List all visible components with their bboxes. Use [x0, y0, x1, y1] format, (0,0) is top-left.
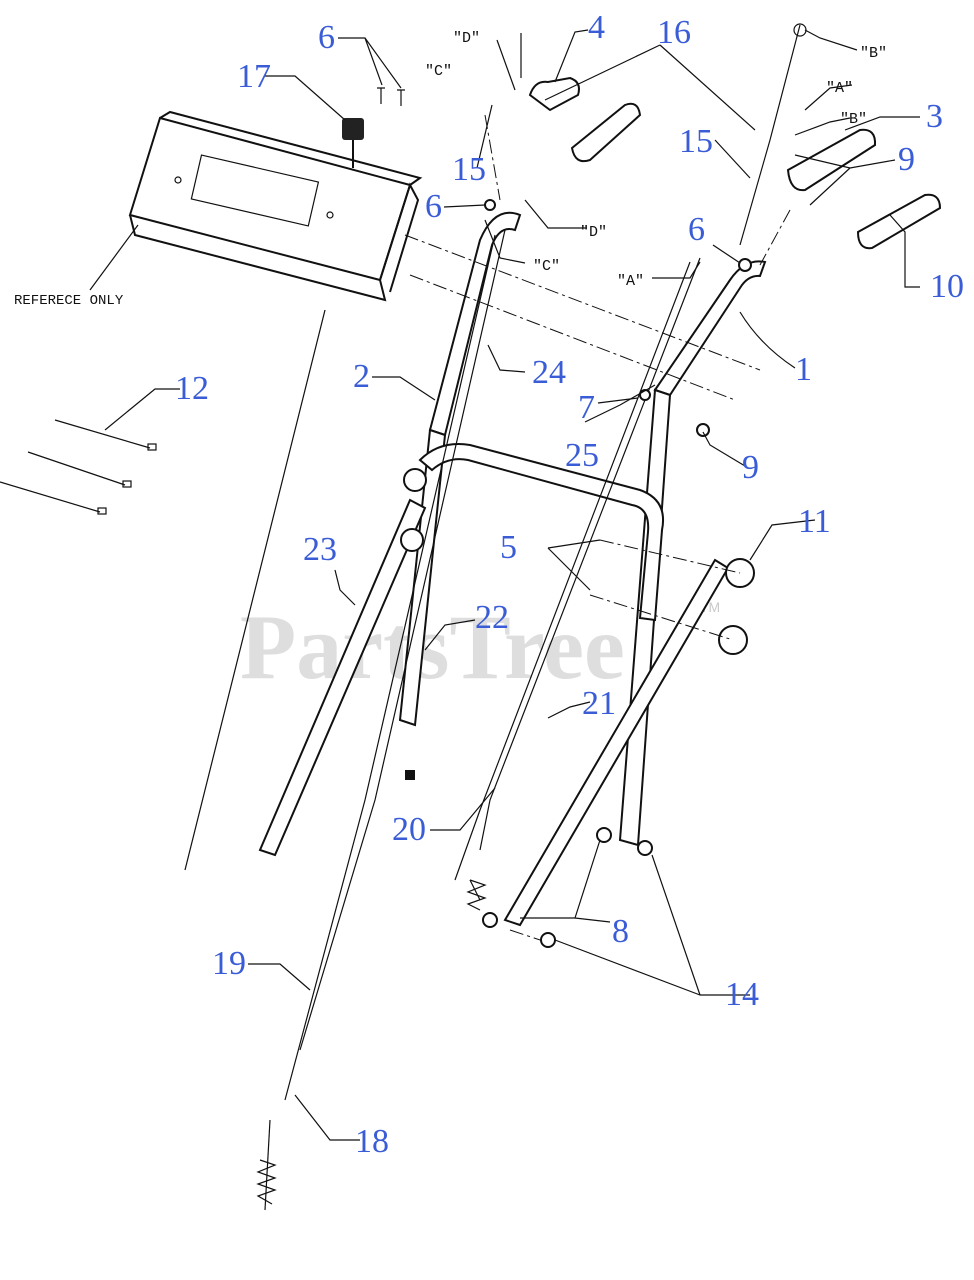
- callout-24: 24: [532, 354, 566, 391]
- switch-knob: [342, 118, 364, 168]
- callout-20: 20: [392, 811, 426, 848]
- callout-19: 19: [212, 945, 246, 982]
- callout-15b: 15: [679, 123, 713, 160]
- handle-grips: [528, 76, 942, 250]
- callout-23: 23: [303, 531, 337, 568]
- callout-4: 4: [588, 9, 605, 46]
- watermark: PartsTree: [240, 596, 625, 698]
- annotation-c-mid: "C": [533, 258, 560, 275]
- control-cables: [264, 24, 801, 1211]
- callout-1: 1: [795, 351, 812, 388]
- left-lower-handle: [258, 498, 427, 857]
- callout-5: 5: [500, 529, 517, 566]
- callout-9b: 9: [742, 449, 759, 486]
- hardware: [482, 23, 807, 948]
- callout-16: 16: [657, 14, 691, 51]
- callout-14: 14: [725, 976, 759, 1013]
- callout-6a: 6: [318, 19, 335, 56]
- callout-22: 22: [475, 599, 509, 636]
- annotation-b-top: "B": [860, 45, 887, 62]
- springs: [256, 879, 487, 1205]
- callout-17: 17: [237, 58, 271, 95]
- callout-3: 3: [926, 98, 943, 135]
- callout-18: 18: [355, 1123, 389, 1160]
- annotation-c-top: "C": [425, 63, 452, 80]
- annotation-d-top: "D": [453, 30, 480, 47]
- callout-8: 8: [612, 913, 629, 950]
- reference-only-label: REFERECE ONLY: [14, 293, 124, 309]
- cable-ties: [0, 419, 157, 515]
- callout-15a: 15: [452, 151, 486, 188]
- leader-lines: [104, 29, 920, 1141]
- right-upper-handle: [618, 260, 767, 847]
- callout-2: 2: [353, 358, 370, 395]
- knob-assembly: [400, 468, 755, 655]
- throttle-rod: [184, 309, 326, 871]
- callout-7: 7: [578, 389, 595, 426]
- callout-25: 25: [565, 437, 599, 474]
- assembly-lines: [404, 114, 791, 946]
- screws-top: [377, 87, 405, 106]
- annotation-a-mid: "A": [617, 273, 644, 290]
- callout-12: 12: [175, 370, 209, 407]
- annotation-a-top: "A": [826, 80, 853, 97]
- annotation-d-mid: "D": [580, 224, 607, 241]
- callout-9a: 9: [898, 141, 915, 178]
- dash-box-reference: [128, 110, 423, 302]
- annotation-b-mid: "B": [840, 111, 867, 128]
- callout-6b: 6: [425, 188, 442, 225]
- callout-6c: 6: [688, 211, 705, 248]
- callout-11: 11: [798, 503, 831, 540]
- callout-21: 21: [582, 685, 616, 722]
- handle-crossbar: [418, 443, 664, 622]
- callout-10: 10: [930, 268, 964, 305]
